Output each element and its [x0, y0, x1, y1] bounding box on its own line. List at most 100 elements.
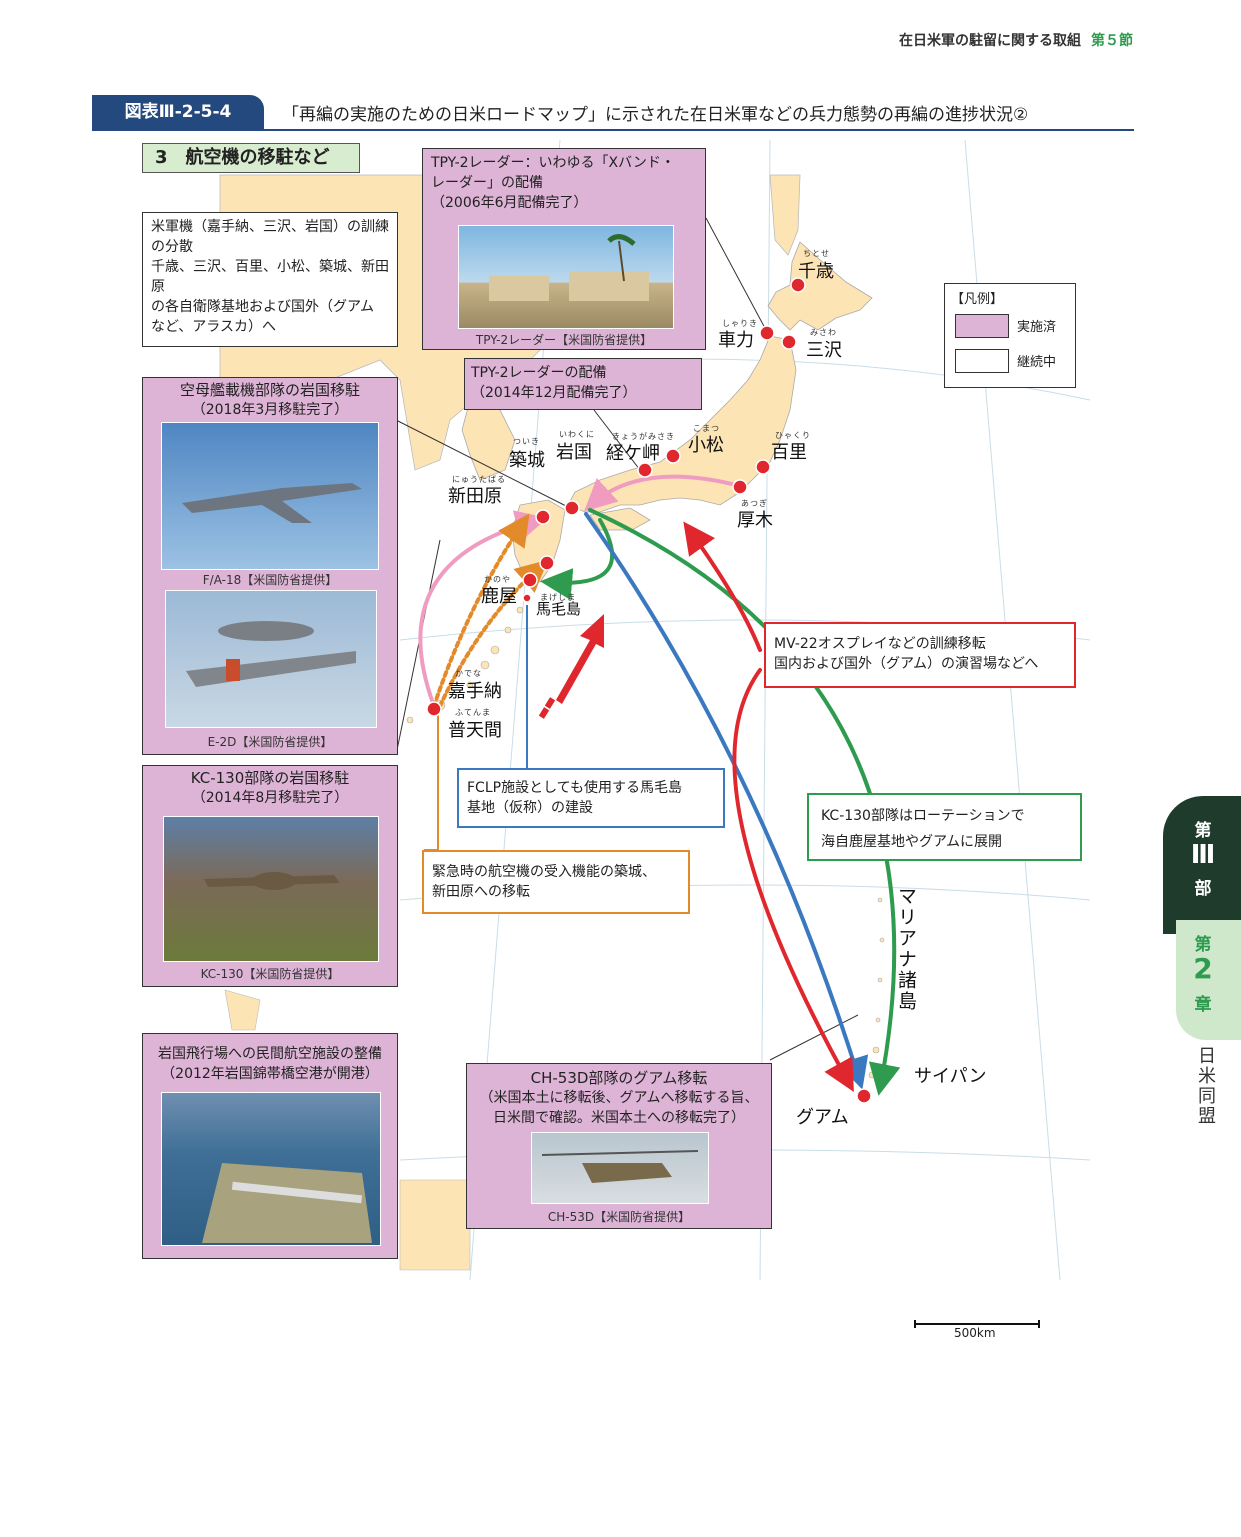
text-line: の各自衛隊基地および国外（グアム	[151, 299, 375, 315]
honshu	[567, 335, 797, 513]
text-line: レーダー」の配備	[431, 175, 543, 191]
legend-title: 【凡例】	[951, 292, 1004, 307]
place-misawa: 三沢	[806, 340, 842, 361]
leader-lines	[395, 217, 859, 1061]
ruby-mageshima: まげしま	[540, 593, 576, 602]
text-line: （米国本土に移転後、グアムへ移転する旨、	[479, 1090, 759, 1106]
place-iwakuni: 岩国	[556, 442, 592, 463]
text-line: TPY-2レーダーの配備	[471, 365, 607, 381]
text-line: （2014年12月配備完了）	[471, 385, 637, 401]
tpy2-xband-box: TPY-2レーダー：いわゆる「Xバンド・ レーダー」の配備 （2006年6月配備…	[422, 148, 706, 350]
mageshima-arrow	[538, 614, 604, 719]
place-kanoya: 鹿屋	[481, 586, 517, 607]
place-chitose: 千歳	[798, 261, 834, 282]
radar-illustration	[489, 234, 649, 301]
ruby-futenma: ふてんま	[455, 708, 491, 717]
place-shariki: 車力	[718, 330, 754, 351]
place-kadena: 嘉手納	[448, 681, 502, 702]
section-title: 3 航空機の移駐など	[142, 143, 360, 173]
e2d-photo	[165, 590, 377, 728]
shikoku	[589, 507, 651, 531]
text-line: 日米間で確認。米国本土への移転完了）	[493, 1110, 745, 1126]
legend: 【凡例】 実施済 継続中	[944, 283, 1076, 388]
ruby-hyakuri: ひゃくり	[775, 431, 811, 440]
text-line: の分散	[151, 239, 193, 255]
training-dispersal-box: 米軍機（嘉手納、三沢、岩国）の訓練 の分散 千歳、三沢、百里、小松、築城、新田原…	[142, 212, 398, 347]
place-komatsu: 小松	[688, 435, 724, 456]
figure-label: 図表Ⅲ-2-5-4	[92, 95, 264, 129]
text-line: 新田原への移転	[432, 884, 530, 900]
text-line: TPY-2レーダー：いわゆる「Xバンド・	[431, 155, 675, 171]
figure-title: 「再編の実施のための日米ロードマップ」に示された在日米軍などの兵力態勢の再編の進…	[282, 105, 1029, 125]
part-tab	[1163, 796, 1241, 934]
text-line: KC-130部隊はローテーションで	[821, 808, 1025, 824]
tpy2-2014-box: TPY-2レーダーの配備 （2014年12月配備完了）	[464, 358, 702, 410]
text-line: 海自鹿屋基地やグアムに展開	[821, 834, 1003, 850]
text-line: FCLP施設としても使用する馬毛島	[467, 780, 682, 796]
kc130-iwakuni-box: KC-130部隊の岩国移駐 （2014年8月移駐完了） KC-130【米国防省提…	[142, 765, 398, 987]
ruby-iwakuni: いわくに	[559, 430, 595, 439]
place-mageshima: 馬毛島	[536, 600, 582, 618]
legend-ongoing-swatch	[955, 349, 1009, 373]
fa18-illustration	[182, 483, 362, 523]
ruby-kadena: かでな	[455, 669, 482, 678]
ruby-atsugi: あつぎ	[741, 499, 768, 508]
place-atsugi: 厚木	[737, 510, 773, 531]
text-line: 米軍機（嘉手納、三沢、岩国）の訓練	[151, 219, 389, 235]
ruby-chitose: ちとせ	[803, 249, 830, 258]
tpy2-photo-caption: TPY-2レーダー【米国防省提供】	[475, 333, 653, 347]
base-markers	[426, 277, 872, 1104]
ch53d-caption: CH-53D【米国防省提供】	[547, 1210, 691, 1224]
ruby-kanoya: かのや	[484, 575, 511, 584]
fa18-photo	[161, 422, 379, 570]
chapter-tab	[1176, 920, 1241, 1040]
ruby-komatsu: こまつ	[693, 424, 720, 433]
mv22-box: MV-22オスプレイなどの訓練移転 国内および国外（グアム）の演習場などへ	[764, 622, 1076, 688]
ch53d-box: CH-53D部隊のグアム移転 （米国本土に移転後、グアムへ移転する旨、 日米間で…	[466, 1063, 772, 1229]
place-marianas: マリアナ諸島	[895, 886, 917, 1012]
fa18-caption: F/A-18【米国防省提供】	[202, 573, 338, 587]
kc130-photo	[163, 816, 379, 962]
text-line: 国内および国外（グアム）の演習場などへ	[774, 656, 1039, 672]
legend-done-swatch	[955, 314, 1009, 338]
e2d-caption: E-2D【米国防省提供】	[207, 735, 333, 749]
part-tab-num: Ⅲ	[1190, 840, 1216, 870]
chapter-tab-num: 2	[1193, 952, 1213, 985]
section-text: 第５節	[1091, 33, 1133, 49]
civil-aviation-box: 岩国飛行場への民間航空施設の整備 （2012年岩国錦帯橋空港が開港）	[142, 1033, 398, 1259]
box-title: CH-53D部隊のグアム移転	[530, 1069, 708, 1087]
place-guam: グアム	[796, 1107, 849, 1128]
chapter-tab-bottom: 章	[1194, 995, 1212, 1015]
scale-label: 500km	[954, 1326, 996, 1340]
place-tsuiki: 築城	[509, 450, 545, 471]
e2d-illustration	[186, 621, 356, 687]
ch53d-photo	[531, 1132, 709, 1204]
box-title: 空母艦載機部隊の岩国移駐	[179, 381, 360, 399]
place-nyutabaru: 新田原	[448, 486, 502, 507]
text-line: 岩国飛行場への民間航空施設の整備	[158, 1046, 382, 1062]
kc130-rotation-box: KC-130部隊はローテーションで 海自鹿屋基地やグアムに展開	[807, 793, 1082, 861]
ruby-misawa: みさわ	[810, 328, 837, 337]
kc130-caption: KC-130【米国防省提供】	[200, 967, 340, 981]
korean-peninsula	[461, 399, 516, 481]
tpy2-radar-photo	[458, 225, 674, 329]
place-hyakuri: 百里	[771, 442, 807, 463]
side-vertical-text: 日米同盟	[1195, 1046, 1216, 1126]
ch53d-illustration	[541, 1150, 699, 1183]
running-header: 在日米軍の駐留に関する取組第５節	[899, 30, 1133, 50]
part-tab-bottom: 部	[1194, 879, 1212, 899]
kc130-illustration	[204, 872, 340, 890]
mariana-islands-shapes	[868, 897, 885, 1079]
text-line: 緊急時の航空機の受入機能の築城、	[432, 864, 656, 880]
chapter-tab-top: 第	[1194, 935, 1212, 955]
legend-ongoing-label: 継続中	[1017, 355, 1057, 370]
text-line: 千歳、三沢、百里、小松、築城、新田原	[151, 259, 389, 295]
emergency-box: 緊急時の航空機の受入機能の築城、 新田原への移転	[422, 850, 690, 914]
airport-illustration	[202, 1163, 372, 1243]
ruby-tsuiki: ついき	[513, 437, 540, 446]
carrier-wing-box: 空母艦載機部隊の岩国移駐 （2018年3月移駐完了） F/A-18【米国防省提供…	[142, 377, 398, 755]
part-tab-top: 第	[1194, 821, 1212, 841]
place-futenma: 普天間	[448, 720, 502, 741]
legend-done-label: 実施済	[1017, 320, 1057, 335]
scale-bar	[914, 1320, 1040, 1328]
